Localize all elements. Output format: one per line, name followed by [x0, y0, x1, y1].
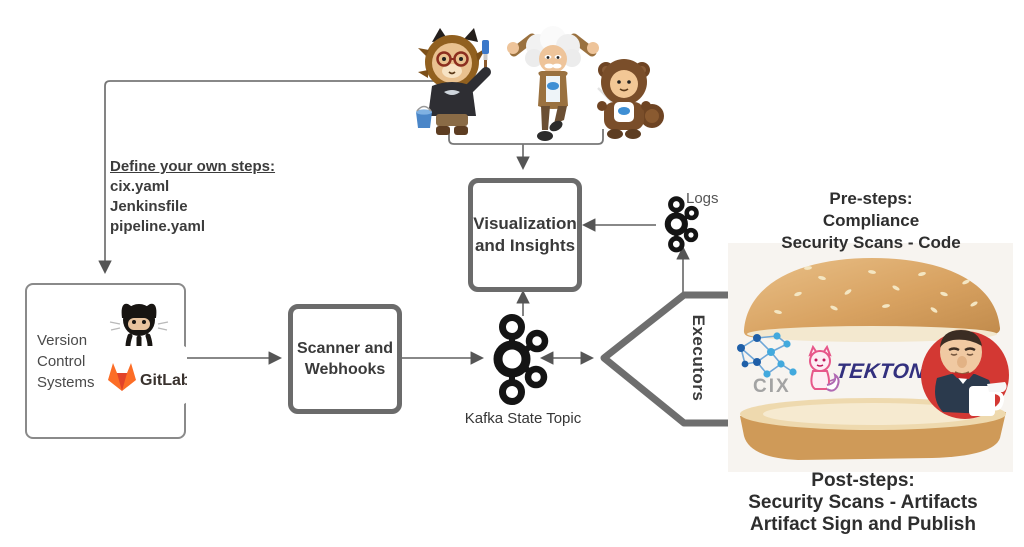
mascot-bracket-line [448, 129, 604, 145]
scanner-label: Scanner and Webhooks [296, 340, 394, 378]
scanner-webhooks-box: Scanner and Webhooks [288, 304, 402, 414]
pre-steps-security-scans: Security Scans - Code [781, 233, 961, 252]
define-steps-note: Define your own steps: cix.yaml Jenkinsf… [110, 157, 330, 237]
post-steps-text: Post-steps: Security Scans - Artifacts A… [706, 470, 1020, 536]
burger-top-bun [743, 258, 1001, 342]
astro-raccoon-mascot-icon [597, 59, 664, 139]
cix-logo: CIX [737, 332, 797, 396]
pre-steps-text: Pre-steps: Compliance Security Scans - C… [726, 188, 1016, 254]
kafka-state-topic-label: Kafka State Topic [464, 410, 582, 427]
cat-artist-mascot-icon [416, 28, 491, 135]
post-steps-security-scans: Security Scans - Artifacts [748, 492, 978, 513]
kafka-state-topic-icon [493, 314, 549, 405]
gitlab-wordmark: GitLab [140, 372, 187, 389]
note-item-jenkinsfile: Jenkinsfile [110, 198, 188, 215]
einstein-mascot-icon [507, 26, 599, 141]
note-item-pipeline-yaml: pipeline.yaml [110, 218, 206, 235]
arrow-mascots-to-vcs [98, 80, 437, 275]
post-steps-artifact-sign: Artifact Sign and Publish [750, 514, 976, 535]
note-title: Define your own steps: [110, 158, 276, 175]
executors-label: Executors [689, 314, 708, 402]
executors-chevron-shape [600, 291, 758, 427]
pre-steps-compliance: Compliance [822, 211, 920, 230]
note-item-cix-yaml: cix.yaml [110, 178, 170, 195]
pre-steps-title: Pre-steps: [829, 189, 913, 208]
post-steps-title: Post-steps: [811, 470, 915, 491]
vcs-label: Version Control Systems [37, 331, 95, 391]
visualization-label: Visualization and Insights [473, 214, 577, 255]
jenkins-mascot-icon [921, 329, 1009, 419]
cix-wordmark: CIX [753, 376, 791, 396]
visualization-insights-box: Visualization and Insights [468, 178, 582, 292]
gitlab-logo: GitLab [97, 346, 187, 404]
tekton-cat-icon [808, 345, 840, 392]
logs-label: Logs [686, 190, 719, 207]
